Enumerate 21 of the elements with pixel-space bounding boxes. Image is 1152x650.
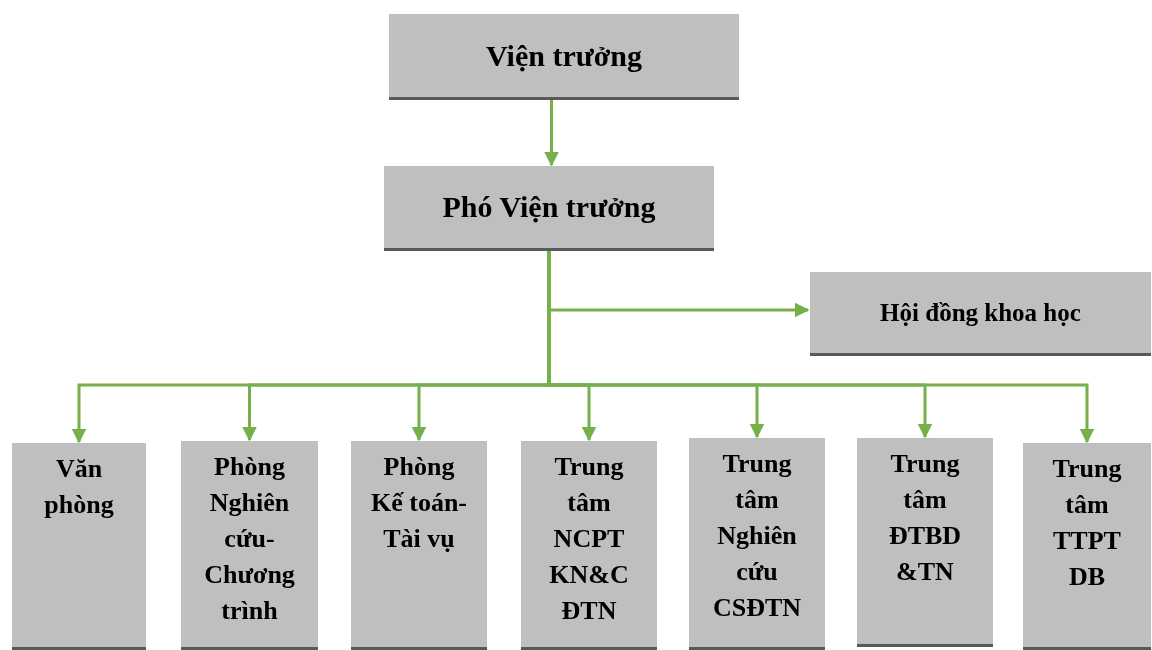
connector-arrow xyxy=(544,100,559,167)
position-box xyxy=(389,14,739,100)
unit-name: Viện trưởng xyxy=(486,38,642,73)
unit-box xyxy=(689,438,825,650)
unit-name: Văn phòng xyxy=(43,453,115,521)
unit-box xyxy=(12,443,146,650)
unit-name: Phòng Kế toán-Tài vụ xyxy=(369,451,468,555)
unit-name: Phó Viện trưởng xyxy=(442,190,656,224)
unit-box xyxy=(351,441,487,650)
position-box xyxy=(384,166,714,251)
unit-name: Trung tâm NCPT KN&C ĐTN xyxy=(548,451,630,627)
unit-name: Phòng Nghiên cứu-Chương trình xyxy=(203,451,296,627)
unit-box xyxy=(181,441,318,650)
unit-name: Trung tâm TTPT DB xyxy=(1051,453,1123,593)
unit-name: Hội đồng khoa học xyxy=(880,298,1081,327)
unit-name: Trung tâm ĐTBD &TN xyxy=(887,448,963,588)
position-box xyxy=(810,272,1151,356)
unit-box xyxy=(521,441,657,650)
unit-box xyxy=(857,438,993,647)
unit-box xyxy=(1023,443,1151,650)
unit-name: Trung tâm Nghiên cứu CSĐTN xyxy=(711,448,803,624)
